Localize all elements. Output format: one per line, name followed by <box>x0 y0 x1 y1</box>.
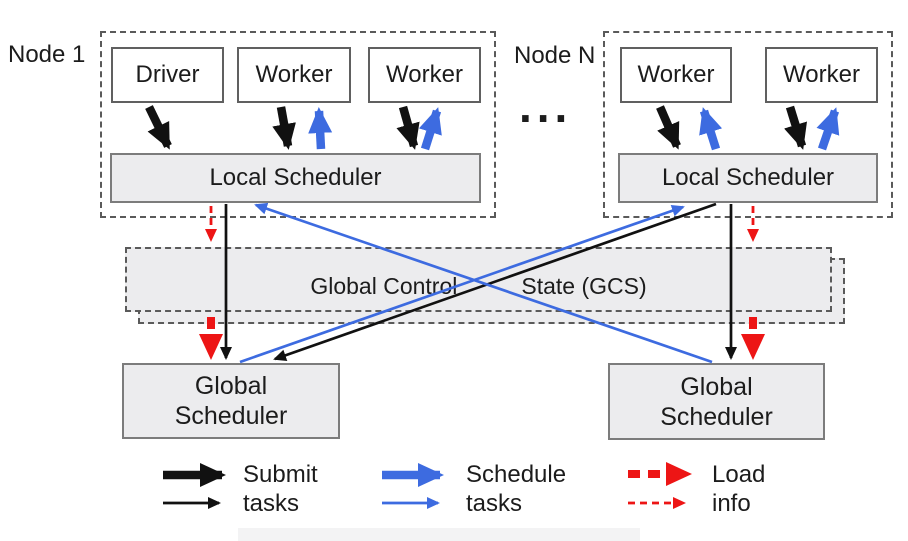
bottom-edge-artifact <box>238 528 640 541</box>
nodeN-frame <box>603 31 893 218</box>
gcs-label-left: Global Control <box>310 273 458 299</box>
nodes-ellipsis: ... <box>519 80 573 132</box>
legend-load-line2: info <box>712 490 751 517</box>
nodeN-label: Node N <box>514 42 596 69</box>
node1-label: Node 1 <box>8 41 86 68</box>
workerN2-box: Worker <box>765 47 878 103</box>
workerN1-box: Worker <box>620 47 732 103</box>
global-scheduler-left: Global Scheduler <box>122 363 340 439</box>
local-scheduler-nodeN: Local Scheduler <box>618 153 878 203</box>
global-scheduler-right: Global Scheduler <box>608 363 825 440</box>
local-scheduler-node1: Local Scheduler <box>110 153 481 203</box>
gcs-label: Global Control State (GCS) <box>125 273 832 300</box>
driver-box: Driver <box>111 47 224 103</box>
worker2-box: Worker <box>368 47 481 103</box>
legend-schedule-line1: Schedule <box>466 461 567 488</box>
legend-submit-line1: Submit <box>243 461 318 488</box>
legend-load-line1: Load <box>712 461 766 488</box>
worker1-box: Worker <box>237 47 351 103</box>
legend-submit-line2: tasks <box>243 490 300 517</box>
gcs-label-right: State (GCS) <box>521 273 647 299</box>
legend-schedule-line2: tasks <box>466 490 523 517</box>
